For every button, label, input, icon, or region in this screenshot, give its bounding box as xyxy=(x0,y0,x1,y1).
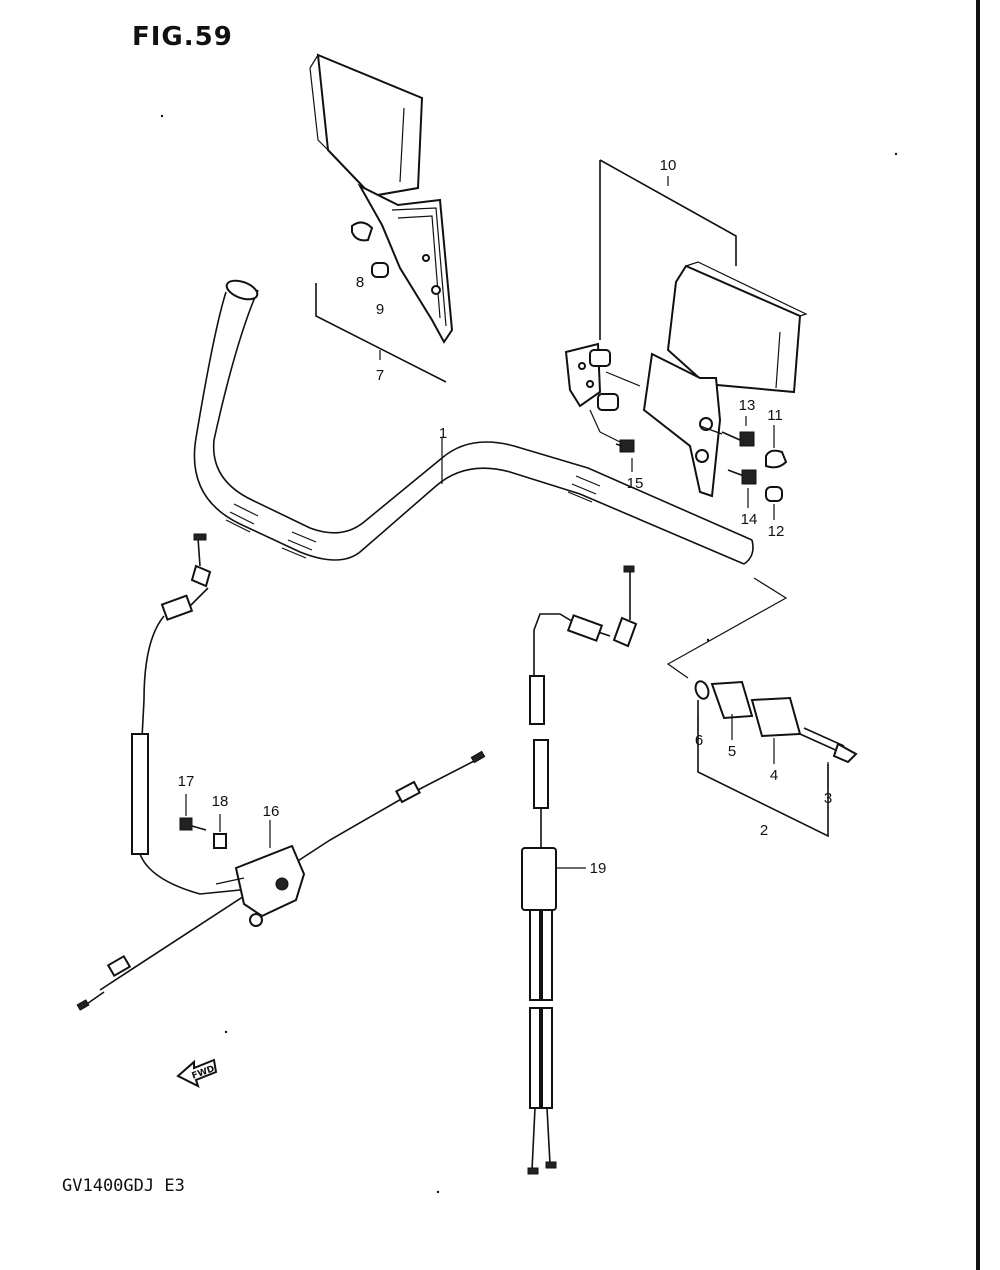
callout-17: 17 xyxy=(178,773,195,790)
bolt-part-14 xyxy=(727,469,757,485)
cap-part-8 xyxy=(351,221,374,242)
callout-16: 16 xyxy=(263,803,280,820)
figure-title: FIG.59 xyxy=(132,22,233,52)
callout-4: 4 xyxy=(770,767,778,784)
callout-11: 11 xyxy=(767,407,783,424)
callout-1: 1 xyxy=(439,425,447,442)
model-code: GV1400GDJ E3 xyxy=(62,1176,185,1196)
callout-9: 9 xyxy=(376,301,384,318)
callout-10: 10 xyxy=(660,157,677,174)
cap-part-12 xyxy=(765,486,783,502)
cap-part-9 xyxy=(371,262,389,278)
callout-6: 6 xyxy=(695,732,703,749)
callout-14: 14 xyxy=(741,511,758,528)
bolt-part-17 xyxy=(179,794,207,831)
fwd-arrow-icon: FWD xyxy=(176,1058,218,1088)
callout-7: 7 xyxy=(376,367,384,384)
callout-15: 15 xyxy=(627,475,644,492)
callout-8: 8 xyxy=(356,274,364,291)
callout-3: 3 xyxy=(824,790,832,807)
spacer-part-5 xyxy=(710,680,754,720)
choke-cable xyxy=(76,750,486,1011)
callout-19: 19 xyxy=(590,860,607,877)
bolt-part-13 xyxy=(699,425,755,447)
callout-12: 12 xyxy=(768,523,785,540)
callout-13: 13 xyxy=(739,397,756,414)
screw-part-15 xyxy=(589,409,635,453)
cap-part-11 xyxy=(765,449,788,469)
switch-part-16 xyxy=(215,844,306,927)
callout-18: 18 xyxy=(212,793,229,810)
handlebar xyxy=(193,279,754,565)
throttle-cable-19 xyxy=(521,565,638,1175)
nut-part-18 xyxy=(213,814,227,849)
left-mirror xyxy=(309,53,454,344)
right-mirror xyxy=(564,261,808,498)
weight-part-4 xyxy=(750,696,802,738)
screw-part-3 xyxy=(799,727,858,764)
throttle-cable-left xyxy=(131,533,241,895)
callout-5: 5 xyxy=(728,743,736,760)
callout-2: 2 xyxy=(760,822,768,839)
washer-part-6 xyxy=(694,680,710,700)
